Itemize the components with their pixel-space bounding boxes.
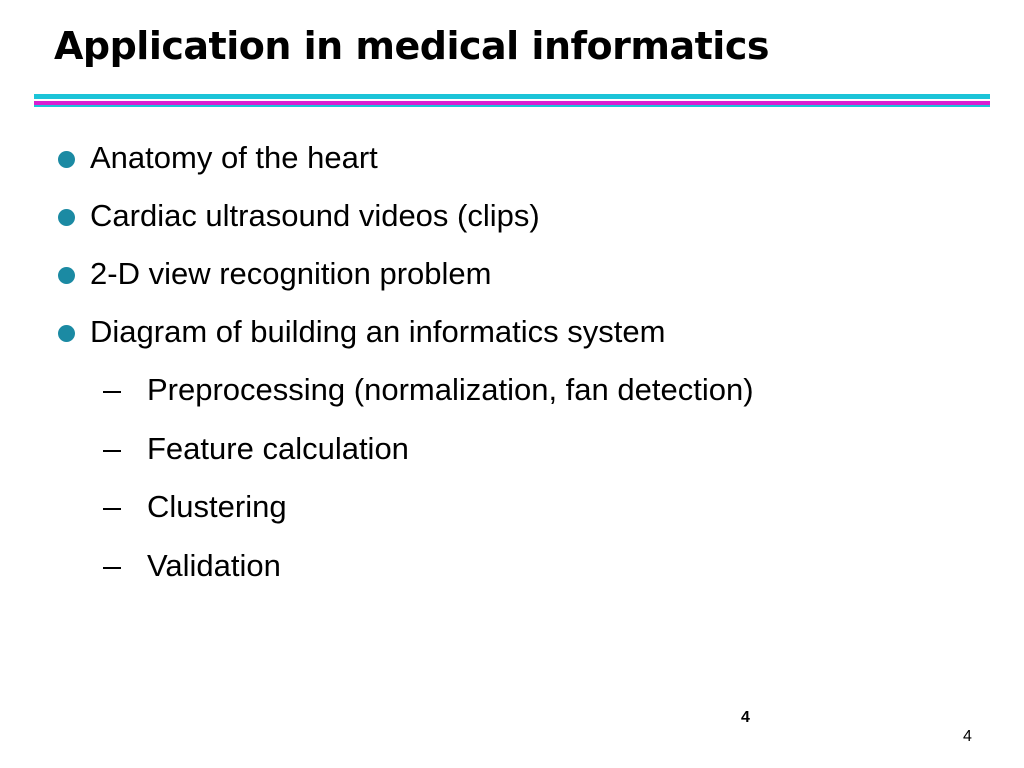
sub-bullet-item: Validation <box>103 546 281 586</box>
sub-bullet-item: Feature calculation <box>103 429 409 469</box>
bullet-item: Cardiac ultrasound videos (clips) <box>58 196 540 236</box>
dash-icon <box>103 391 121 393</box>
sub-bullet-item: Clustering <box>103 487 287 527</box>
sub-bullet-text: Validation <box>147 548 281 583</box>
slide-title: Application in medical informatics <box>54 24 769 68</box>
sub-bullet-item: Preprocessing (normalization, fan detect… <box>103 370 754 410</box>
dash-icon <box>103 450 121 452</box>
bullet-dot-icon <box>58 151 75 168</box>
bullet-text: Diagram of building an informatics syste… <box>90 314 666 349</box>
dash-icon <box>103 508 121 510</box>
sub-bullet-text: Clustering <box>147 489 287 524</box>
bullet-dot-icon <box>58 267 75 284</box>
title-rule-gap <box>34 99 990 101</box>
title-rule-cyan-top <box>34 94 990 99</box>
bullet-text: Anatomy of the heart <box>90 140 378 175</box>
bullet-item: Anatomy of the heart <box>58 138 378 178</box>
footer-number: 4 <box>741 709 750 726</box>
bullet-text: 2-D view recognition problem <box>90 256 492 291</box>
slide-number: 4 <box>963 728 972 745</box>
dash-icon <box>103 567 121 569</box>
title-rule-cyan-bottom <box>34 105 990 107</box>
sub-bullet-text: Feature calculation <box>147 431 409 466</box>
bullet-item: Diagram of building an informatics syste… <box>58 312 665 352</box>
bullet-dot-icon <box>58 209 75 226</box>
sub-bullet-text: Preprocessing (normalization, fan detect… <box>147 372 754 407</box>
title-rule-magenta <box>34 101 990 105</box>
bullet-item: 2-D view recognition problem <box>58 254 491 294</box>
bullet-text: Cardiac ultrasound videos (clips) <box>90 198 540 233</box>
bullet-dot-icon <box>58 325 75 342</box>
